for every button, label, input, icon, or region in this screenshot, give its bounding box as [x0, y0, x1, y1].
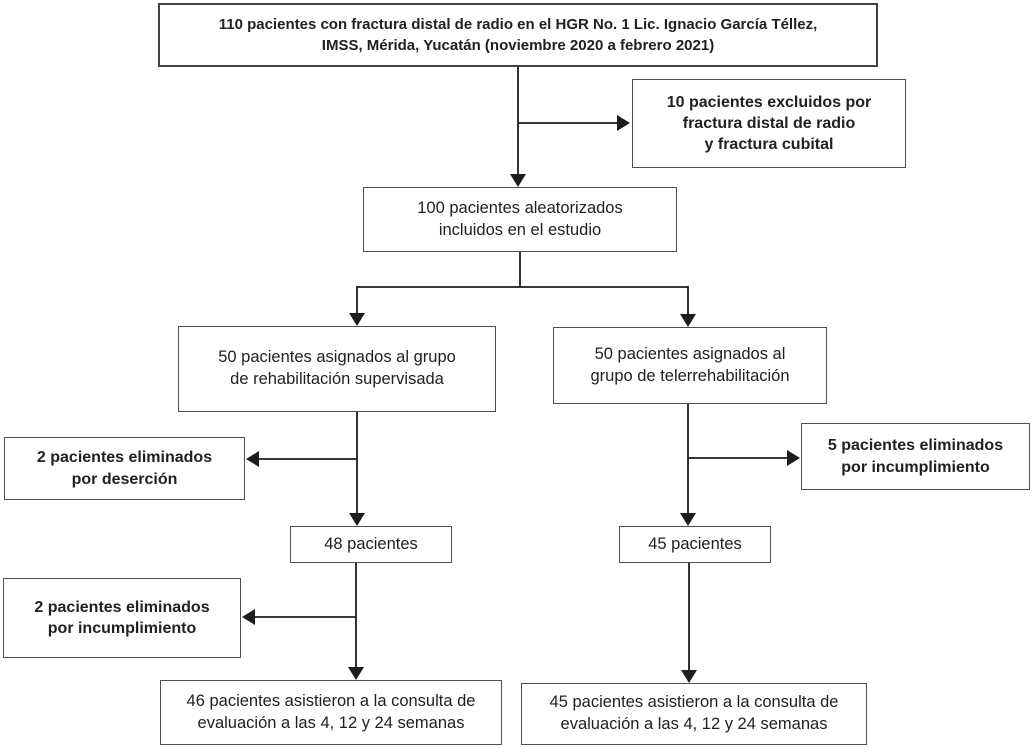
arrow-tele-to-45 [680, 404, 696, 526]
arrow-enrolled-to-randomized [510, 67, 526, 187]
node-eliminated-incumplimiento-right: 5 pacientes eliminados por incumplimient… [801, 423, 1030, 490]
node-group-supervised: 50 pacientes asignados al grupo de rehab… [178, 326, 496, 412]
node-excluded: 10 pacientes excluidos por fractura dist… [632, 79, 906, 168]
node-eliminated-desercion-label: 2 pacientes eliminados por deserción [36, 449, 213, 488]
node-remaining-48: 48 pacientes [290, 526, 452, 563]
node-randomized: 100 pacientes aleatorizados incluidos en… [363, 187, 677, 252]
arrow-supervised-to-eliminated-desercion [246, 451, 357, 467]
arrow-48-to-attended [348, 563, 364, 680]
node-group-tele-label: 50 pacientes asignados al grupo de teler… [590, 344, 790, 385]
node-remaining-45-label: 45 pacientes [648, 534, 742, 553]
node-excluded-label: 10 pacientes excluidos por fractura dist… [666, 93, 872, 154]
node-remaining-45: 45 pacientes [619, 526, 771, 563]
arrow-tele-to-eliminated-incumplimiento [688, 450, 800, 466]
node-attended-left: 46 pacientes asistieron a la consulta de… [160, 680, 502, 745]
node-eliminated-incumplimiento-left-label: 2 pacientes eliminados por incumplimient… [34, 598, 210, 637]
arrow-randomized-to-groups [349, 252, 696, 327]
arrow-supervised-to-48 [349, 412, 365, 526]
node-attended-right-label: 45 pacientes asistieron a la consulta de… [549, 693, 839, 733]
arrow-enrolled-to-excluded [518, 115, 630, 131]
node-attended-left-label: 46 pacientes asistieron a la consulta de… [186, 691, 476, 732]
node-randomized-label: 100 pacientes aleatorizados incluidos en… [417, 198, 623, 239]
node-eliminated-incumplimiento-right-label: 5 pacientes eliminados por incumplimient… [827, 437, 1004, 476]
arrow-48-to-eliminated-incumplimiento [242, 609, 356, 625]
node-enrolled-label: 110 pacientes con fractura distal de rad… [218, 16, 818, 54]
node-attended-right: 45 pacientes asistieron a la consulta de… [521, 683, 867, 745]
arrow-45-to-attended [681, 563, 697, 683]
node-eliminated-desercion: 2 pacientes eliminados por deserción [4, 437, 245, 500]
node-group-supervised-label: 50 pacientes asignados al grupo de rehab… [218, 348, 456, 388]
node-remaining-48-label: 48 pacientes [324, 534, 418, 553]
node-group-tele: 50 pacientes asignados al grupo de teler… [553, 327, 827, 404]
node-enrolled: 110 pacientes con fractura distal de rad… [158, 3, 878, 67]
node-eliminated-incumplimiento-left: 2 pacientes eliminados por incumplimient… [3, 578, 241, 658]
